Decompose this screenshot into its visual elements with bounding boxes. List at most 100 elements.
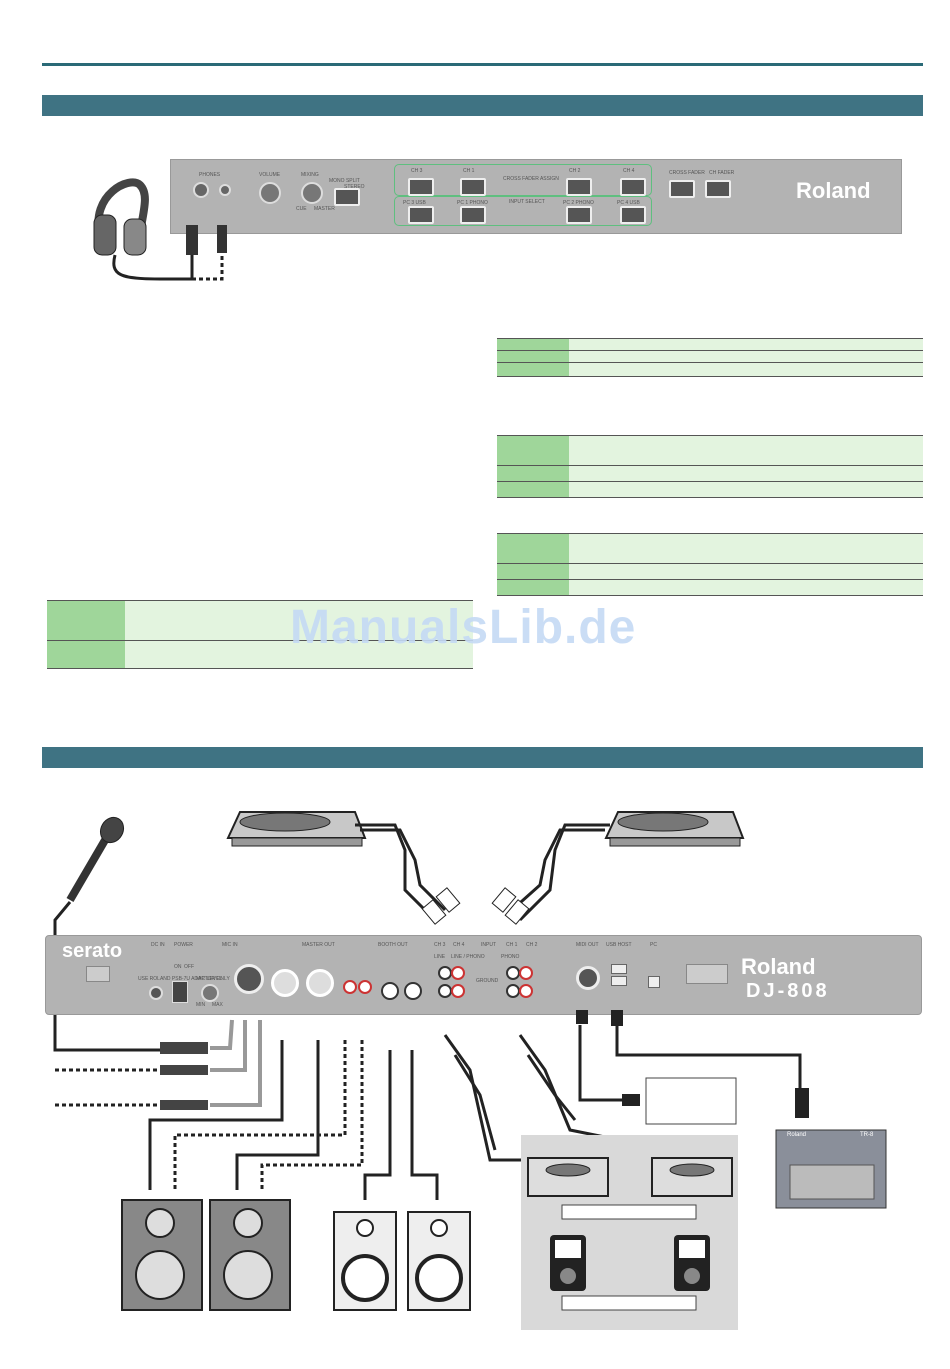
headband-shape — [94, 178, 149, 236]
rca-plug — [504, 899, 530, 925]
speaker-small-right — [407, 1211, 471, 1311]
rca-plug — [435, 887, 461, 913]
cdj-left — [527, 1157, 609, 1197]
cross-fader-curve-switch — [669, 180, 695, 198]
header-rule — [42, 63, 923, 66]
roland-logo-rear: Roland — [741, 954, 816, 979]
right-ear-cup — [123, 218, 147, 256]
power-on-label: ON — [174, 964, 182, 970]
headphones-diagram — [93, 178, 227, 281]
ch4-label: CH 4 — [623, 168, 635, 174]
speaker-large-left — [121, 1199, 203, 1311]
security-slot — [686, 964, 728, 984]
cdj-label-box — [561, 1204, 697, 1220]
rca-jack — [506, 984, 520, 998]
headphone-cable — [112, 235, 194, 281]
usb-host-port-1 — [611, 964, 627, 974]
rca-jack — [506, 966, 520, 980]
rear-ch1-label: CH 1 — [506, 942, 518, 948]
connection-diagram — [53, 811, 745, 1052]
midi-plug-end — [622, 1094, 640, 1106]
rear-ch4-label: CH 4 — [453, 942, 465, 948]
ch1-label: CH 1 — [463, 168, 475, 174]
booth-cable-r — [410, 1050, 439, 1200]
xlr-plug — [160, 1042, 208, 1054]
dc-in-label: DC IN — [151, 942, 165, 948]
stereo-label: STEREO — [344, 184, 365, 190]
midi-device-box — [645, 1077, 737, 1125]
cdj-right — [651, 1157, 733, 1197]
adaptor-note: USE ROLAND PSB-7U ADAPTOR ONLY — [138, 976, 230, 982]
usb-plug — [611, 1010, 623, 1026]
ch2-label: CH 2 — [569, 168, 581, 174]
ch1-input-switch — [460, 206, 486, 224]
ch3-line-label: LINE — [434, 954, 446, 960]
rca-jack — [438, 984, 452, 998]
section-bar-1 — [42, 95, 923, 116]
pc1-phono-label: PC 1 PHONO — [457, 200, 488, 206]
master-rca-cable-r — [260, 1040, 364, 1190]
speaker-small-left — [333, 1211, 397, 1311]
table-4 — [47, 600, 473, 669]
media-player-left — [550, 1235, 586, 1291]
booth-cable-l — [363, 1050, 392, 1200]
master-out-xlr-l — [271, 969, 299, 997]
cdj-right-cable-b — [526, 1054, 577, 1121]
lower-connection-diagram — [55, 1010, 887, 1330]
ch4-line-phono-label: LINE / PHONO — [451, 954, 485, 960]
turntable-right — [604, 811, 745, 847]
volume-label: VOLUME — [259, 172, 281, 178]
speaker-large-right — [209, 1199, 291, 1311]
input-label: INPUT — [481, 942, 496, 948]
input-select-label: INPUT SELECT — [509, 199, 545, 205]
cue-label: CUE — [296, 206, 307, 212]
gray-connector-2 — [210, 1020, 247, 1072]
rear-panel: serato DC IN POWER USE ROLAND PSB-7U ADA… — [45, 935, 922, 1015]
media-label-box — [561, 1295, 697, 1311]
master-out-rca-l — [343, 980, 357, 994]
model-logo: DJ-808 — [746, 980, 830, 1002]
pc2-phono-label: PC 2 PHONO — [563, 200, 594, 206]
rca-plug — [421, 899, 447, 925]
ch2-assign-switch — [566, 178, 592, 196]
master-out-cable-l — [148, 1040, 284, 1190]
mic-level-knob — [201, 984, 219, 1002]
left-ear-cup — [93, 214, 117, 256]
mic-in-label: MIC IN — [222, 942, 238, 948]
mono-split-switch — [334, 188, 360, 206]
midi-cable — [578, 1025, 625, 1102]
mixing-knob — [301, 182, 323, 204]
mono-split-label: MONO SPLIT — [329, 178, 360, 184]
midi-plug — [576, 1010, 588, 1024]
turntable-left-cable-a — [355, 823, 437, 922]
pc3-usb-label: PC 3 USB — [403, 200, 426, 206]
ch1-phono-label: PHONO — [501, 954, 520, 960]
mic-combo-jack — [234, 964, 264, 994]
rca-jack — [519, 984, 533, 998]
rca-jack — [438, 966, 452, 980]
cross-fader-assign-highlight — [394, 164, 652, 196]
tr8-model: TR-8 — [860, 1132, 874, 1138]
ch3-assign-switch — [408, 178, 434, 196]
rear-ch3-label: CH 3 — [434, 942, 446, 948]
mic-level-max: MAX — [212, 1002, 223, 1008]
section-bar-2 — [42, 747, 923, 768]
ground-label: GROUND — [476, 978, 499, 984]
tr8-brand: Roland — [787, 1132, 807, 1138]
midi-out-label: MIDI OUT — [576, 942, 599, 948]
booth-out-jack-l — [381, 982, 399, 1000]
master-out-label: MASTER OUT — [302, 942, 335, 948]
midi-out-port — [576, 966, 600, 990]
mic-level-label: MIC LEVEL — [196, 976, 223, 982]
turntable-left — [226, 811, 367, 847]
rca-jack — [451, 966, 465, 980]
volume-knob — [259, 182, 281, 204]
usb-host-port-2 — [611, 976, 627, 986]
rear-ch2-label: CH 2 — [526, 942, 538, 948]
turntable-left-cable-b — [360, 828, 447, 912]
security-slot — [86, 966, 110, 982]
serato-logo: serato — [62, 940, 123, 962]
ch-fader-curve-switch — [705, 180, 731, 198]
ch4-assign-switch — [620, 178, 646, 196]
gray-connector-3 — [210, 1020, 262, 1107]
